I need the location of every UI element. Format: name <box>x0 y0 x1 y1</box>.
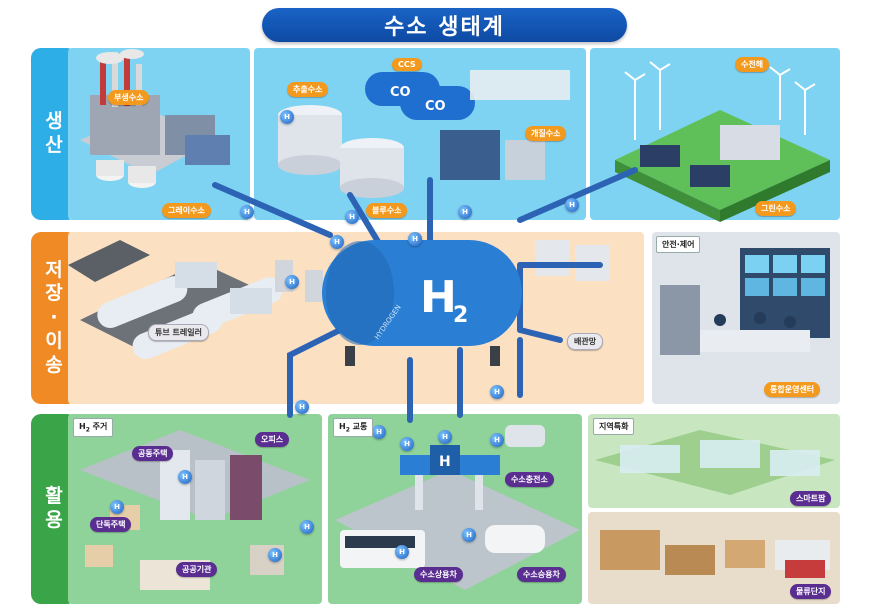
tag-logistics-complex: 물류단지 <box>790 584 832 599</box>
sidebar-char: 이 <box>45 329 63 352</box>
label-safety-control: 안전·제어 <box>656 236 701 253</box>
page-title: 수소 생태계 <box>262 8 627 42</box>
tag-ccs: CCS <box>392 58 422 71</box>
sidebar-char: 장 <box>45 282 63 305</box>
smart-farm-illustration <box>595 430 835 495</box>
h2-bubble-icon: H <box>295 400 309 414</box>
tag-public-institution: 공공기관 <box>176 562 218 577</box>
h2-bubble-icon: H <box>268 548 282 562</box>
transport-illustration: H <box>335 425 580 590</box>
pipe-network <box>212 167 638 423</box>
tag-water-electrolysis: 수전해 <box>735 57 770 72</box>
h2-bubble-icon: H <box>490 385 504 399</box>
tag-shared-housing: 공동주택 <box>132 446 174 461</box>
h2-bubble-icon: H <box>490 433 504 447</box>
tag-hydrogen-commercial-vehicle: 수소상용차 <box>414 567 463 582</box>
operation-center-illustration <box>660 248 830 355</box>
co2-label-1: CO <box>390 85 411 100</box>
tag-tube-trailer: 튜브 트레일러 <box>148 324 209 341</box>
h2-bubble-icon: H <box>408 232 422 246</box>
ccs-illustration: CO CO <box>278 70 570 198</box>
tag-byproduct-hydrogen: 부생수소 <box>108 90 150 105</box>
tag-extracted-hydrogen: 추출수소 <box>287 82 329 97</box>
tag-green-hydrogen: 그린수소 <box>755 201 797 216</box>
sidebar-char: 용 <box>45 509 63 531</box>
tag-office: 오피스 <box>255 432 290 447</box>
h2-bubble-icon: H <box>395 545 409 559</box>
tag-hydrogen-station: 수소충전소 <box>505 472 554 487</box>
h2-bubble-icon: H <box>462 528 476 542</box>
sidebar-char: 산 <box>45 134 63 156</box>
co2-label-2: CO <box>425 99 446 114</box>
h2-bubble-icon: H <box>280 110 294 124</box>
h2-bubble-icon: H <box>565 198 579 212</box>
h2-bubble-icon: H <box>458 205 472 219</box>
h2-bubble-icon: H <box>300 520 314 534</box>
factory-illustration <box>80 49 230 188</box>
label-regional: 지역특화 <box>593 418 635 435</box>
sidebar-char: 저 <box>45 258 63 281</box>
h2-bubble-icon: H <box>438 430 452 444</box>
h2-bubble-icon: H <box>285 275 299 289</box>
tank-h-label: H <box>420 272 457 323</box>
h2-bubble-icon: H <box>400 437 414 451</box>
green-hydrogen-illustration <box>615 61 830 222</box>
sidebar-char: 활 <box>45 485 63 508</box>
tank-sub-label: 2 <box>453 303 468 328</box>
tag-operation-center: 통합운영센터 <box>764 382 821 397</box>
hydrogen-tank: H 2 HYDROGEN <box>322 240 522 366</box>
tag-reformed-hydrogen: 개질수소 <box>525 126 567 141</box>
label-h2-transport: H2 교통 <box>333 418 374 437</box>
h2-bubble-icon: H <box>240 205 254 219</box>
tag-hydrogen-car: 수소승용차 <box>517 567 566 582</box>
h2-bubble-icon: H <box>345 210 359 224</box>
h2-bubble-icon: H <box>372 425 386 439</box>
h2-bubble-icon: H <box>110 500 124 514</box>
tag-pipeline: 배관망 <box>567 333 604 350</box>
tag-blue-hydrogen: 블루수소 <box>366 203 408 218</box>
label-h2-housing: H2 주거 <box>73 418 114 437</box>
station-sign: H <box>439 454 451 470</box>
sidebar-char: · <box>50 306 58 329</box>
h2-bubble-icon: H <box>178 470 192 484</box>
sidebar-char: 송 <box>45 353 63 376</box>
tag-smart-farm: 스마트팜 <box>790 491 832 506</box>
tag-detached-house: 단독주택 <box>90 517 132 532</box>
tag-gray-hydrogen: 그레이수소 <box>162 203 211 218</box>
sidebar-char: 생 <box>45 110 63 133</box>
logistics-illustration <box>600 530 830 578</box>
h2-bubble-icon: H <box>330 235 344 249</box>
